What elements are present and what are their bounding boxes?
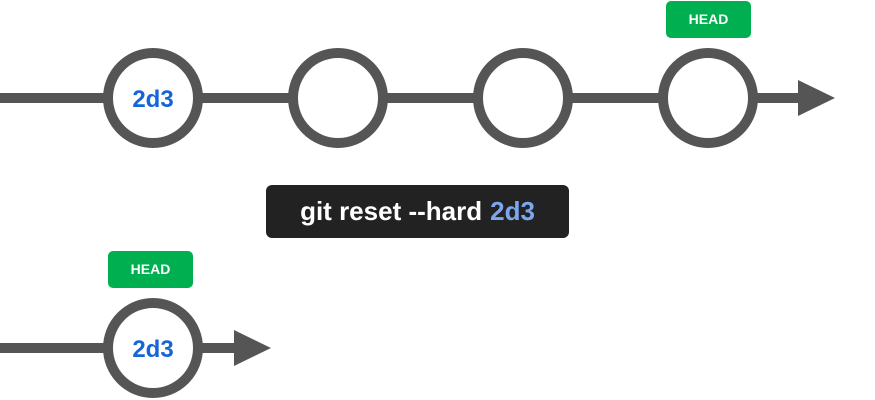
- commit-node-2d3: 2d3: [103, 298, 203, 398]
- head-badge-bg: [108, 251, 193, 288]
- commit-circle: [103, 298, 203, 398]
- command-text: git reset --hard: [300, 196, 483, 226]
- head-badge-label: HEAD: [131, 261, 171, 277]
- timeline-before-arrowhead: [798, 80, 835, 116]
- commit-node: [473, 48, 573, 148]
- commit-circle: [288, 48, 388, 148]
- commit-label: 2d3: [132, 86, 173, 113]
- head-badge-bg: [666, 1, 751, 38]
- commit-node: [288, 48, 388, 148]
- head-badge-label: HEAD: [689, 11, 729, 27]
- head-badge-after: HEAD: [108, 251, 193, 288]
- timeline-before: 2d3 HEAD: [0, 1, 835, 148]
- commit-node: [658, 48, 758, 148]
- commit-circle: [658, 48, 758, 148]
- commit-circle: [473, 48, 573, 148]
- commit-node-2d3: 2d3: [103, 48, 203, 148]
- command-target-hash: 2d3: [490, 196, 535, 226]
- timeline-after-arrowhead: [234, 330, 271, 366]
- commit-circle: [103, 48, 203, 148]
- timeline-after: 2d3 HEAD: [0, 251, 271, 398]
- head-badge-before: HEAD: [666, 1, 751, 38]
- commit-label: 2d3: [132, 336, 173, 363]
